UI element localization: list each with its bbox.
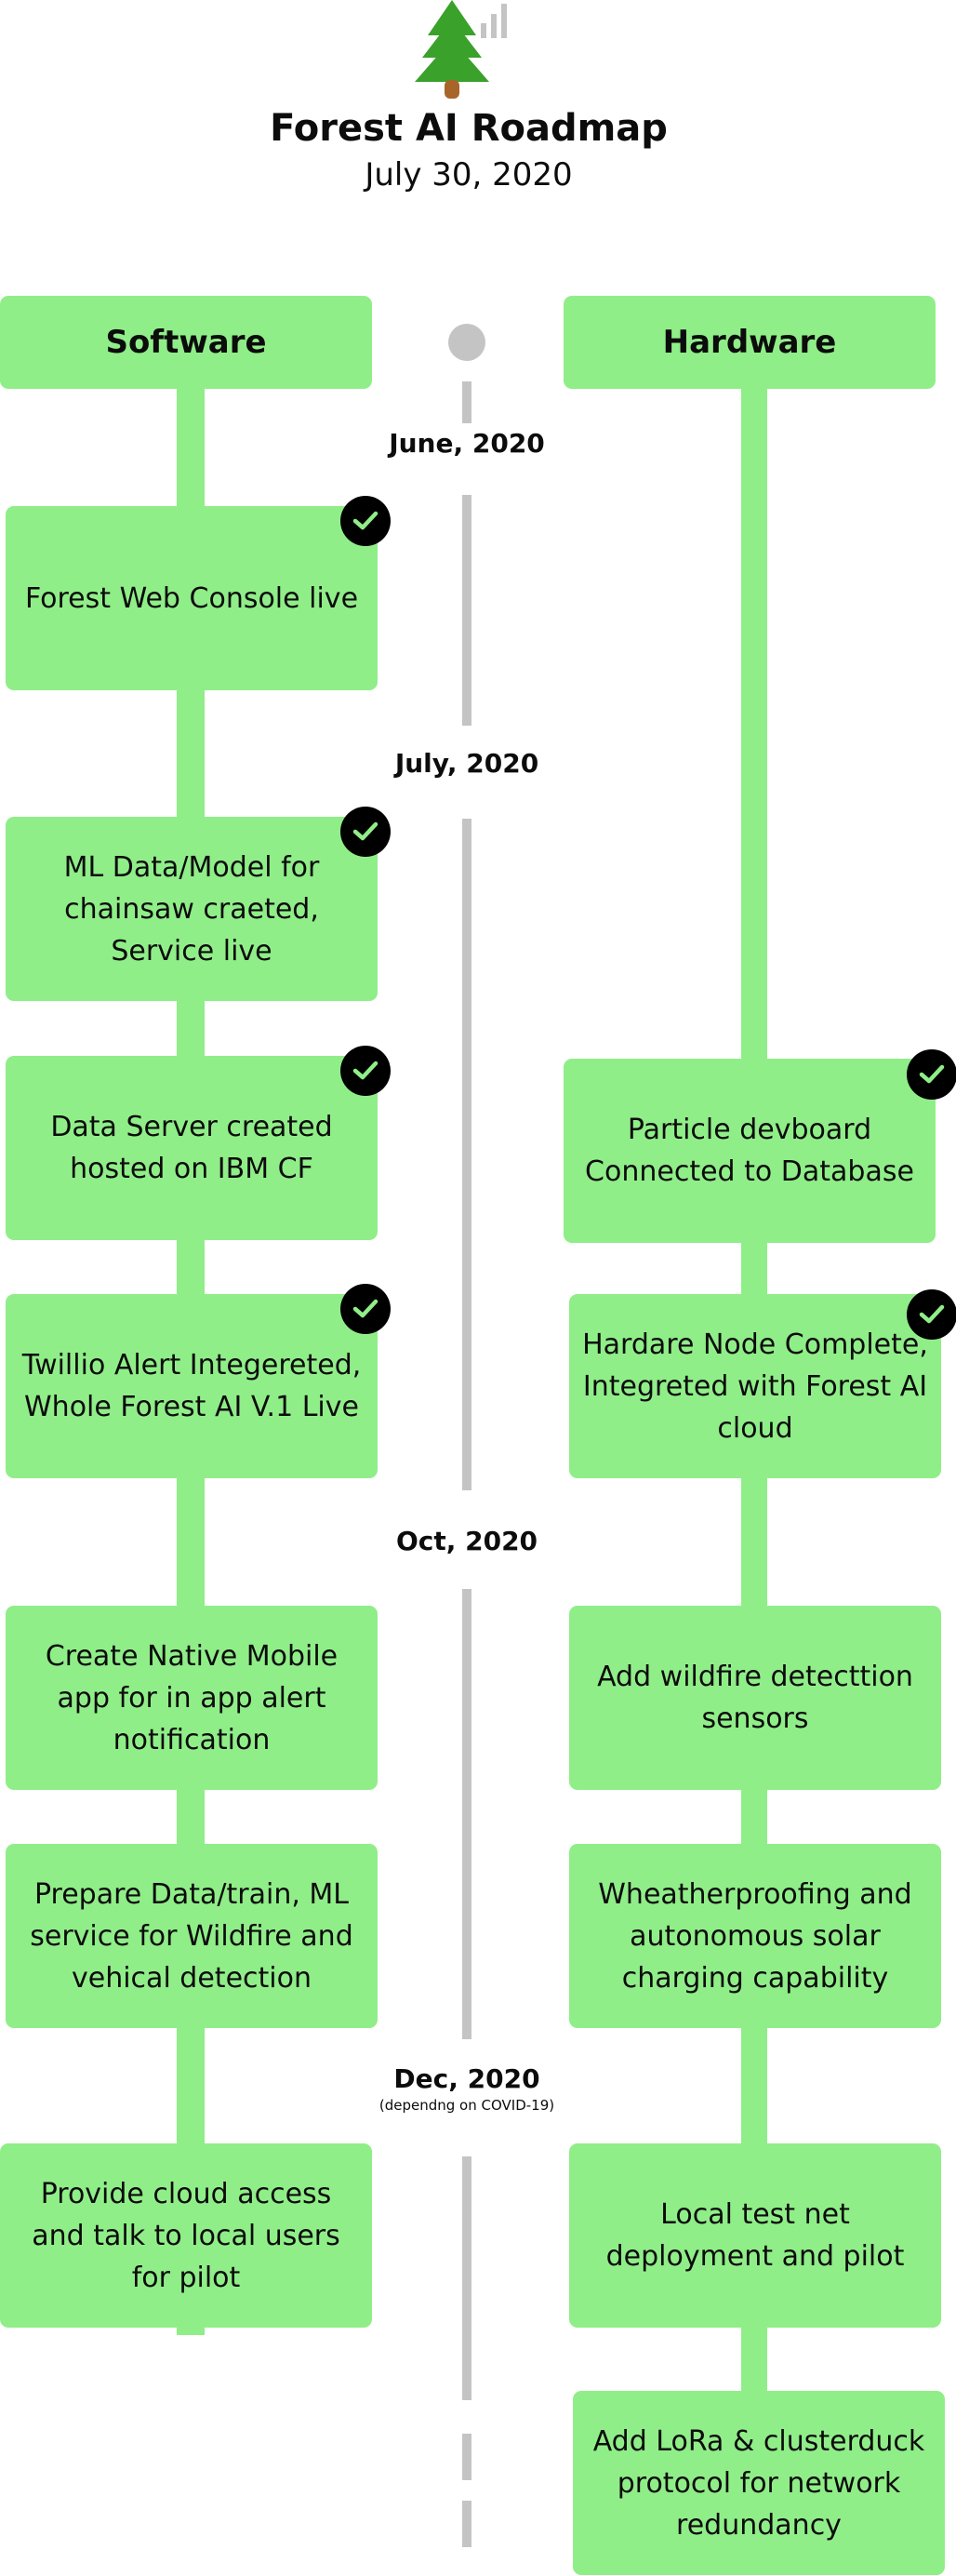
milestone-dec-note: (dependng on COVID-19) — [378, 2097, 555, 2114]
timeline-segment — [462, 819, 471, 1490]
page-title: Forest AI Roadmap — [270, 107, 668, 150]
hardware-card: Wheatherproofing and autonomous solar ch… — [569, 1844, 941, 2028]
timeline-segment — [462, 381, 471, 423]
checkmark-icon — [907, 1289, 956, 1340]
milestone-june: June, 2020 — [389, 428, 545, 459]
milestone-oct: Oct, 2020 — [395, 1526, 538, 1556]
software-card: Create Native Mobile app for in app aler… — [6, 1606, 378, 1790]
timeline-start-dot — [448, 324, 485, 361]
software-card: Data Server created hosted on IBM CF — [6, 1056, 378, 1240]
checkmark-icon — [340, 496, 391, 546]
software-card: Provide cloud access and talk to local u… — [0, 2143, 372, 2328]
software-card: Twillio Alert Integereted, Whole Forest … — [6, 1294, 378, 1478]
software-card: Prepare Data/train, ML service for Wildf… — [6, 1844, 378, 2028]
checkmark-icon — [907, 1049, 956, 1100]
hardware-card: Local test net deployment and pilot — [569, 2143, 941, 2328]
timeline-segment — [462, 2156, 471, 2400]
milestone-july: July, 2020 — [394, 748, 539, 779]
timeline-segment — [462, 1589, 471, 2039]
checkmark-icon — [340, 807, 391, 857]
hardware-card: Add LoRa & clusterduck protocol for netw… — [573, 2391, 945, 2575]
software-card: ML Data/Model for chainsaw craeted, Serv… — [6, 817, 378, 1001]
hardware-card: Hardare Node Complete, Integreted with F… — [569, 1294, 941, 1478]
checkmark-icon — [340, 1046, 391, 1096]
milestone-dec: Dec, 2020 — [393, 2063, 540, 2094]
hardware-column-header: Hardware — [564, 296, 936, 389]
page-date: July 30, 2020 — [365, 156, 573, 194]
hardware-card: Particle devboard Connected to Database — [564, 1059, 936, 1243]
forest-logo-icon — [415, 0, 507, 99]
timeline-segment — [462, 2501, 471, 2547]
timeline-segment — [462, 2434, 471, 2480]
hardware-card: Add wildfire detecttion sensors — [569, 1606, 941, 1790]
software-column-header: Software — [0, 296, 372, 389]
checkmark-icon — [340, 1284, 391, 1334]
timeline-segment — [462, 495, 471, 726]
software-card: Forest Web Console live — [6, 506, 378, 690]
